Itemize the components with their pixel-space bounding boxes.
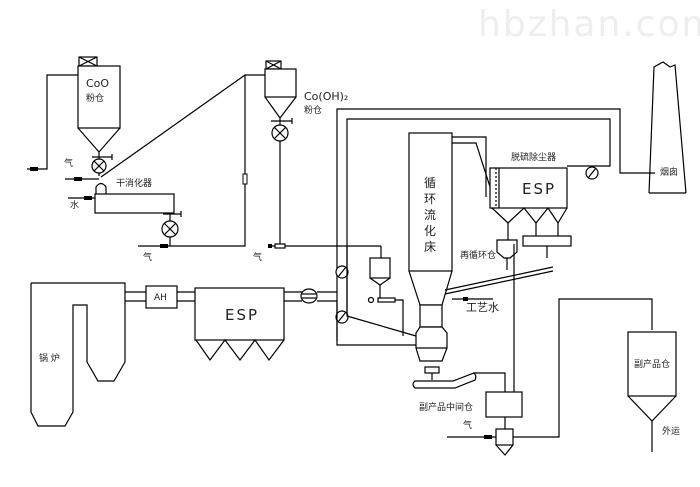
air-label-1: 气 xyxy=(64,157,73,169)
chimney-label: 烟囱 xyxy=(660,166,678,178)
fan-icon xyxy=(300,288,318,304)
coo-powder-silo: CoO 粉仓 xyxy=(77,56,121,153)
svg-text:化: 化 xyxy=(424,224,436,238)
desulf-label: 脱硫除尘器 xyxy=(511,151,556,163)
dry-slaker xyxy=(94,193,175,214)
cooh-powder-silo xyxy=(264,60,297,120)
flue-duct-inner xyxy=(346,118,611,316)
byproduct-bin xyxy=(627,331,677,397)
svg-text:床: 床 xyxy=(424,240,436,254)
flue-duct-outer xyxy=(336,108,655,341)
valve-icon xyxy=(84,196,92,200)
valve-icon xyxy=(74,177,82,181)
air-label-2: 气 xyxy=(143,251,152,263)
water-label: 水 xyxy=(70,199,79,211)
byproduct-intermediate-label: 副产品中间仓 xyxy=(419,401,473,413)
cooh-silo-label-2: 粉仓 xyxy=(304,104,322,116)
valve-icon xyxy=(242,173,248,185)
screw-conveyor xyxy=(412,372,477,389)
conveying-line xyxy=(100,74,246,178)
valve-icon xyxy=(30,167,38,171)
recirc-label: 再循环仓 xyxy=(460,249,496,261)
byproduct-intermediate-bin xyxy=(485,391,523,418)
esp-right-label: ESP xyxy=(522,180,556,198)
esp-left-label: ESP xyxy=(225,306,259,324)
esp-left xyxy=(194,287,285,341)
air-label-4: 气 xyxy=(463,419,472,431)
boiler xyxy=(30,282,126,427)
cooh-silo-label: Co(OH)₂ xyxy=(304,90,348,103)
cfb-reactor xyxy=(408,132,453,272)
watermark: hbzhan.com xyxy=(478,4,700,45)
byproduct-bin-label: 副产品仓 xyxy=(634,358,670,370)
boiler-label: 锅 炉 xyxy=(39,352,60,364)
ejector-icon xyxy=(274,243,286,249)
air-label-3: 气 xyxy=(253,251,262,263)
chimney xyxy=(648,61,687,194)
svg-text:循: 循 xyxy=(424,176,436,190)
svg-text:流: 流 xyxy=(424,208,436,222)
air-heater-label: AH xyxy=(154,293,167,303)
process-water-label: 工艺水 xyxy=(466,301,499,314)
recirculation-bin xyxy=(496,239,518,259)
coo-silo-label-2: 粉仓 xyxy=(86,92,104,104)
cfb-label: 循 环 流 化 床 xyxy=(424,176,436,254)
svg-text:环: 环 xyxy=(424,192,436,206)
coo-silo-body xyxy=(77,65,121,129)
valve-icon xyxy=(160,244,168,248)
conveying-pipe xyxy=(138,74,269,247)
dry-slaker-label: 干消化器 xyxy=(116,177,152,189)
coo-silo-label: CoO xyxy=(86,77,109,90)
air-pipe xyxy=(27,74,78,170)
slaker-inlet xyxy=(95,182,107,196)
air-heater xyxy=(145,285,178,309)
export-label: 外运 xyxy=(662,425,680,437)
desulf-esp xyxy=(489,167,568,209)
